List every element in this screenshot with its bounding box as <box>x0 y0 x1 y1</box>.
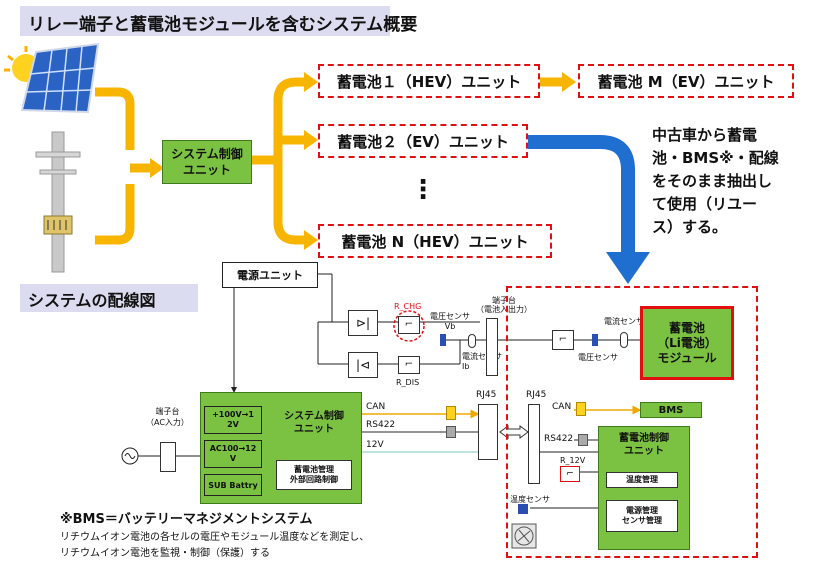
diode-dis-icon: |⊲ <box>348 352 378 378</box>
rs422-connector-icon <box>446 426 456 438</box>
r-chg-highlight <box>393 310 425 342</box>
current-sensor-icon <box>468 334 476 348</box>
current-sensor-b-icon <box>620 332 628 348</box>
voltage-sensor-b-icon <box>592 334 598 346</box>
wiring-title: システムの配線図 <box>20 284 198 312</box>
reuse-note: 中古車から蓄電 池・BMS※・配線 をそのまま抽出し て使用（リユー ス）する。 <box>652 126 779 236</box>
footnote-title: ※BMS＝バッテリーマネジメントシステム <box>60 512 313 527</box>
rj45-label-left: RJ45 <box>476 390 497 400</box>
can-connector-icon <box>446 406 456 420</box>
rs422-label: RS422 <box>366 420 396 430</box>
power-mgmt-box: 電源管理 センサ管理 <box>606 500 678 532</box>
relay-chg-icon: ⌐ <box>398 316 420 334</box>
battery-unit-2: 蓄電池２（EV）ユニット <box>318 124 528 158</box>
fan-icon <box>511 523 537 549</box>
bms-box: BMS <box>640 402 702 418</box>
terminal-ac-label: 端子台 （AC入力） <box>146 407 189 427</box>
r-dis-label: R_DIS <box>396 378 420 387</box>
voltage-sensor-label: 電圧センサ Vb <box>430 312 470 331</box>
rj45-connector-left <box>478 404 498 460</box>
battery-system-frame <box>506 286 758 558</box>
page-title: リレー端子と蓄電池モジュールを含むシステム概要 <box>20 6 417 36</box>
rs422-label-b: RS422 <box>544 434 574 444</box>
can-label: CAN <box>366 402 386 412</box>
current-sensor-b-label: 電流センサ <box>604 317 644 326</box>
battery-module: 蓄電池 （Li電池） モジュール <box>640 306 734 380</box>
can-connector-b-icon <box>576 402 586 416</box>
system-control-label: システム制御 ユニット <box>284 411 344 435</box>
voltage-sensor-icon <box>440 334 446 346</box>
terminal-block-ac <box>160 442 176 472</box>
temp-sensor-icon <box>518 504 528 514</box>
relay-dis-icon: ⌐ <box>398 356 420 374</box>
temp-sensor-label: 温度センサ <box>510 495 550 504</box>
more-units-ellipsis: ⋮ <box>410 175 436 205</box>
footnote-line-1: リチウムイオン電池の各セルの電圧やモジュール温度などを測定し、 <box>60 532 370 543</box>
terminal-block-io <box>486 318 498 376</box>
r-12v-label: R_12V <box>560 456 586 465</box>
r-chg-label: R_CHG <box>394 302 422 311</box>
can-label-b: CAN <box>552 402 572 412</box>
battery-unit-n: 蓄電池 N（HEV）ユニット <box>318 224 552 258</box>
battery-unit-1: 蓄電池１（HEV）ユニット <box>318 64 540 98</box>
system-control-unit: システム制御 ユニット <box>162 140 252 184</box>
battery-mgmt-box: 蓄電池管理 外部回路制御 <box>276 460 352 490</box>
ac-converter: AC100→12 V <box>204 440 262 468</box>
voltage-sensor-b-label: 電圧センサ <box>578 353 618 362</box>
diode-chg-icon: ⊳| <box>348 310 378 336</box>
battery-unit-m: 蓄電池 M（EV）ユニット <box>578 64 794 98</box>
temp-mgmt-box: 温度管理 <box>606 472 678 488</box>
terminal-io-label: 端子台 （電池入出力） <box>476 296 532 314</box>
utility-pole-icon <box>35 131 81 273</box>
relay-12v-icon: ⌐ <box>560 466 580 482</box>
current-sensor-label: 電流センサ Ib <box>462 352 502 371</box>
12v-label: 12V <box>366 440 384 450</box>
rj45-label-right: RJ45 <box>526 390 547 400</box>
main-relay-icon: ⌐ <box>552 330 574 350</box>
sub-battery: SUB Battry <box>204 474 262 496</box>
source-brace-arrow <box>95 87 150 245</box>
battery-control-label: 蓄電池制御 ユニット <box>619 433 669 457</box>
rj45-connector-right <box>528 404 540 484</box>
battery-fork-arrow <box>252 77 562 245</box>
reuse-arrow <box>528 135 650 284</box>
solar-panel-icon <box>4 42 100 114</box>
rs422-connector-b-icon <box>578 434 588 446</box>
power-unit: 電源ユニット <box>222 262 318 288</box>
dc-converter-100v: +100V→1 2V <box>204 406 262 434</box>
footnote-line-2: リチウムイオン電池を監視・制御（保護）する <box>60 548 270 559</box>
